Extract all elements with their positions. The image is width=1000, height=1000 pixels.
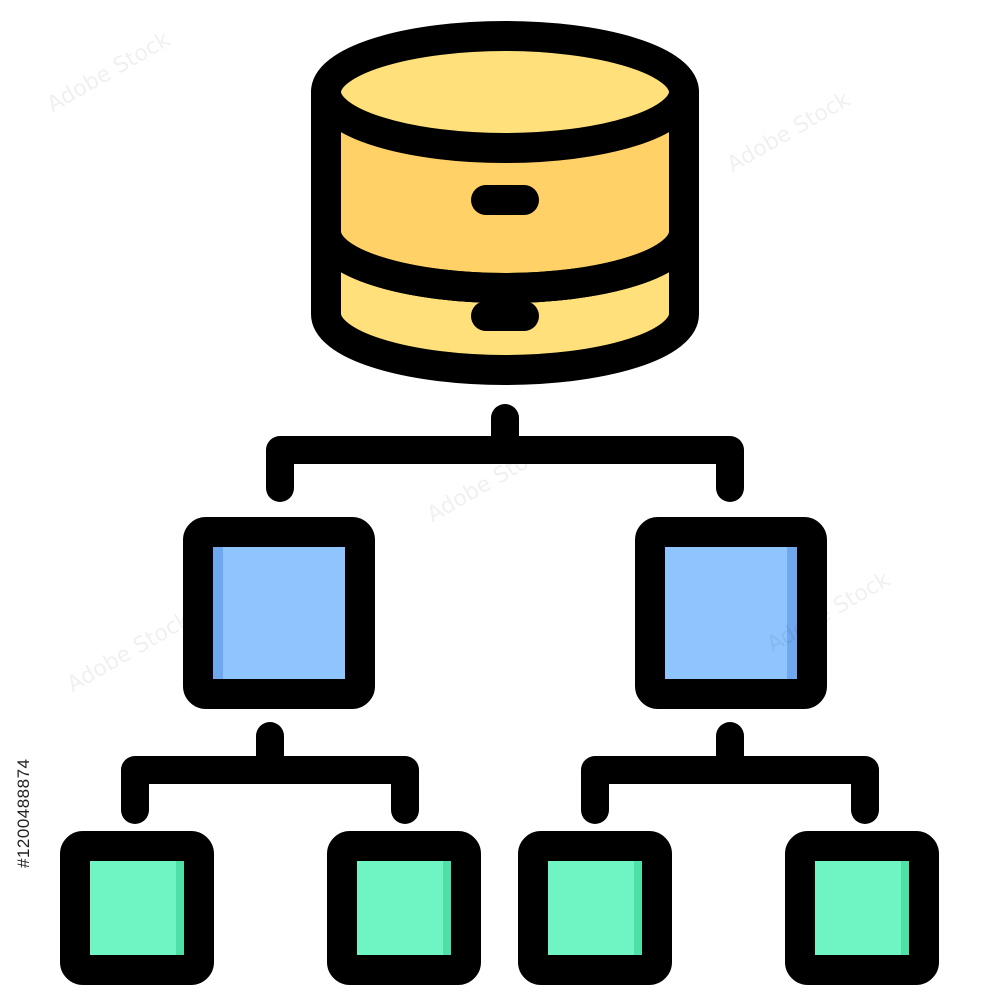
watermark-id: #1200488874 bbox=[14, 758, 33, 868]
top-connector bbox=[266, 404, 744, 502]
leaf-3 bbox=[518, 831, 672, 985]
left-connector bbox=[121, 722, 419, 824]
node-right-shade bbox=[787, 547, 797, 679]
node-left-shade bbox=[213, 547, 223, 679]
leaf-4 bbox=[785, 831, 939, 985]
database-divider bbox=[311, 230, 699, 303]
right-connector bbox=[581, 722, 879, 824]
database-icon bbox=[311, 21, 699, 385]
leaf-2 bbox=[327, 831, 481, 985]
node-left bbox=[183, 517, 375, 709]
node-right bbox=[635, 517, 827, 709]
database-top bbox=[311, 21, 699, 163]
leaf-1 bbox=[60, 831, 214, 985]
